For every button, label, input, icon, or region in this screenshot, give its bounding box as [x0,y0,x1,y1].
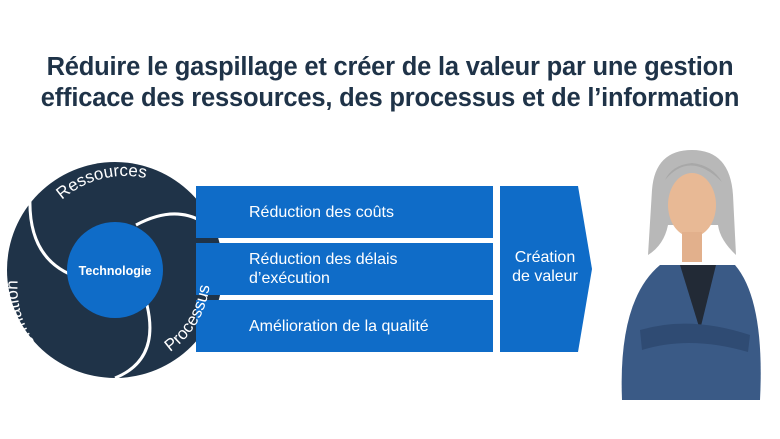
benefit-label: Réduction des coûts [249,203,394,221]
title-line-2: efficace des ressources, des processus e… [40,84,740,112]
benefit-quality-improvement: Amélioration de la qualité [196,300,493,352]
segment-ressources: Ressources [53,161,149,203]
center-label-technologie: Technologie [79,264,152,278]
cycle-labels: Ressources Information Processus Technol… [2,161,214,368]
businesswoman-illustration [621,150,761,400]
benefit-label: Amélioration de la qualité [249,317,429,335]
center-circle [67,222,163,318]
cycle-diagram [3,158,227,382]
divider-3 [114,304,152,380]
page-title: Réduire le gaspillage et créer de la val… [0,52,780,114]
segment-processus: Processus [161,283,214,355]
title-line-1: Réduire le gaspillage et créer de la val… [46,53,734,81]
segment-information: Information [2,280,50,368]
value-arrow [500,186,592,352]
benefit-cost-reduction: Réduction des coûts [196,186,493,238]
